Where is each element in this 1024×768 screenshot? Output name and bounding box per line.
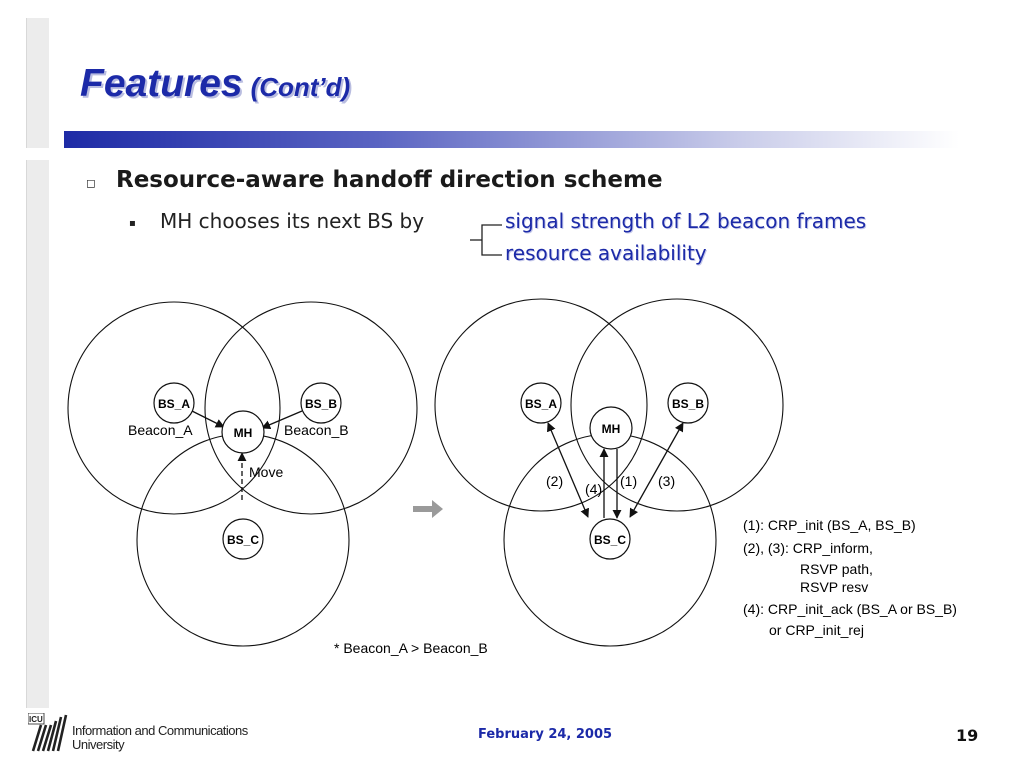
- bullet-marker-icon: ◻: [86, 176, 96, 190]
- node-bs-c: [222, 518, 264, 560]
- legend-line-5: (4): CRP_init_ack (BS_A or BS_B): [743, 601, 957, 617]
- step-label-2: (2): [546, 473, 563, 489]
- beacon-comparison-note: * Beacon_A > Beacon_B: [334, 640, 488, 656]
- legend-line-1: (1): CRP_init (BS_A, BS_B): [743, 517, 916, 533]
- node-label-bs-a-right: BS_A: [525, 397, 557, 411]
- logo-text-line2: University: [72, 737, 125, 752]
- move-label: Move: [249, 464, 283, 480]
- title-underline-bar: [64, 131, 959, 148]
- footer-date: February 24, 2005: [478, 727, 613, 742]
- coverage-area-bs-b-right: [570, 298, 784, 512]
- title-main: Features: [80, 62, 243, 105]
- beacon-a-label: Beacon_A: [128, 422, 193, 438]
- arrow-step-3: [629, 422, 684, 518]
- node-label-mh: MH: [234, 426, 253, 440]
- coverage-area-bs-a-right: [434, 298, 648, 512]
- option-resource-availability: resource availability: [505, 241, 707, 265]
- arrow-step-2: [547, 422, 589, 518]
- title-suffix: (Cont’d): [250, 72, 351, 102]
- step-label-1: (1): [620, 473, 637, 489]
- legend-line-3: RSVP path,: [800, 561, 873, 577]
- node-bs-a-right: [520, 382, 562, 424]
- sub-bullet-marker-icon: ▪: [129, 218, 136, 229]
- coverage-area-bs-c: [136, 433, 350, 647]
- logo-abbr: ICU: [29, 715, 43, 724]
- logo-text-line1: Information and Communications: [72, 723, 248, 738]
- legend-line-4: RSVP resv: [800, 579, 868, 595]
- beacon-b-label: Beacon_B: [284, 422, 349, 438]
- beacon-arrow-b: [261, 410, 303, 429]
- node-label-bs-a: BS_A: [158, 397, 190, 411]
- coverage-area-bs-b: [204, 301, 418, 515]
- sub-bullet-mh-chooses: MH chooses its next BS by: [160, 209, 425, 233]
- node-label-mh-right: MH: [602, 422, 621, 436]
- slide-title: Features(Cont’d): [80, 62, 350, 106]
- university-logo-icon: ICU: [28, 713, 68, 752]
- node-label-bs-b-right: BS_B: [672, 397, 704, 411]
- step-label-4: (4): [585, 481, 602, 497]
- bullet-handoff-scheme: Resource-aware handoff direction scheme: [116, 167, 663, 193]
- legend-line-2: (2), (3): CRP_inform,: [743, 540, 873, 556]
- node-label-bs-c-right: BS_C: [594, 533, 626, 547]
- coverage-area-bs-c-right: [503, 433, 717, 647]
- right-diagram: BS_A BS_B MH BS_C (2) (4) (1) (3) (1): C…: [434, 298, 957, 647]
- node-mh-right: [589, 406, 633, 450]
- node-bs-c-right: [589, 518, 631, 560]
- coverage-area-bs-a: [67, 301, 281, 515]
- node-bs-b-right: [667, 382, 709, 424]
- options-bracket: [470, 224, 502, 256]
- beacon-arrow-a: [189, 409, 225, 428]
- transition-arrow-icon: [413, 500, 443, 518]
- sidebar-decoration-top: [26, 18, 49, 148]
- page-number: 19: [956, 726, 979, 745]
- step-label-3: (3): [658, 473, 675, 489]
- node-label-bs-b: BS_B: [305, 397, 337, 411]
- node-label-bs-c: BS_C: [227, 533, 259, 547]
- node-bs-a: [153, 382, 195, 424]
- option-signal-strength: signal strength of L2 beacon frames: [505, 209, 867, 233]
- sidebar-decoration-bottom: [26, 160, 49, 708]
- left-diagram: BS_A BS_B MH BS_C Beacon_A Beacon_B Move…: [67, 301, 488, 656]
- node-bs-b: [300, 382, 342, 424]
- legend-line-6: or CRP_init_rej: [769, 622, 864, 638]
- node-mh: [221, 410, 265, 454]
